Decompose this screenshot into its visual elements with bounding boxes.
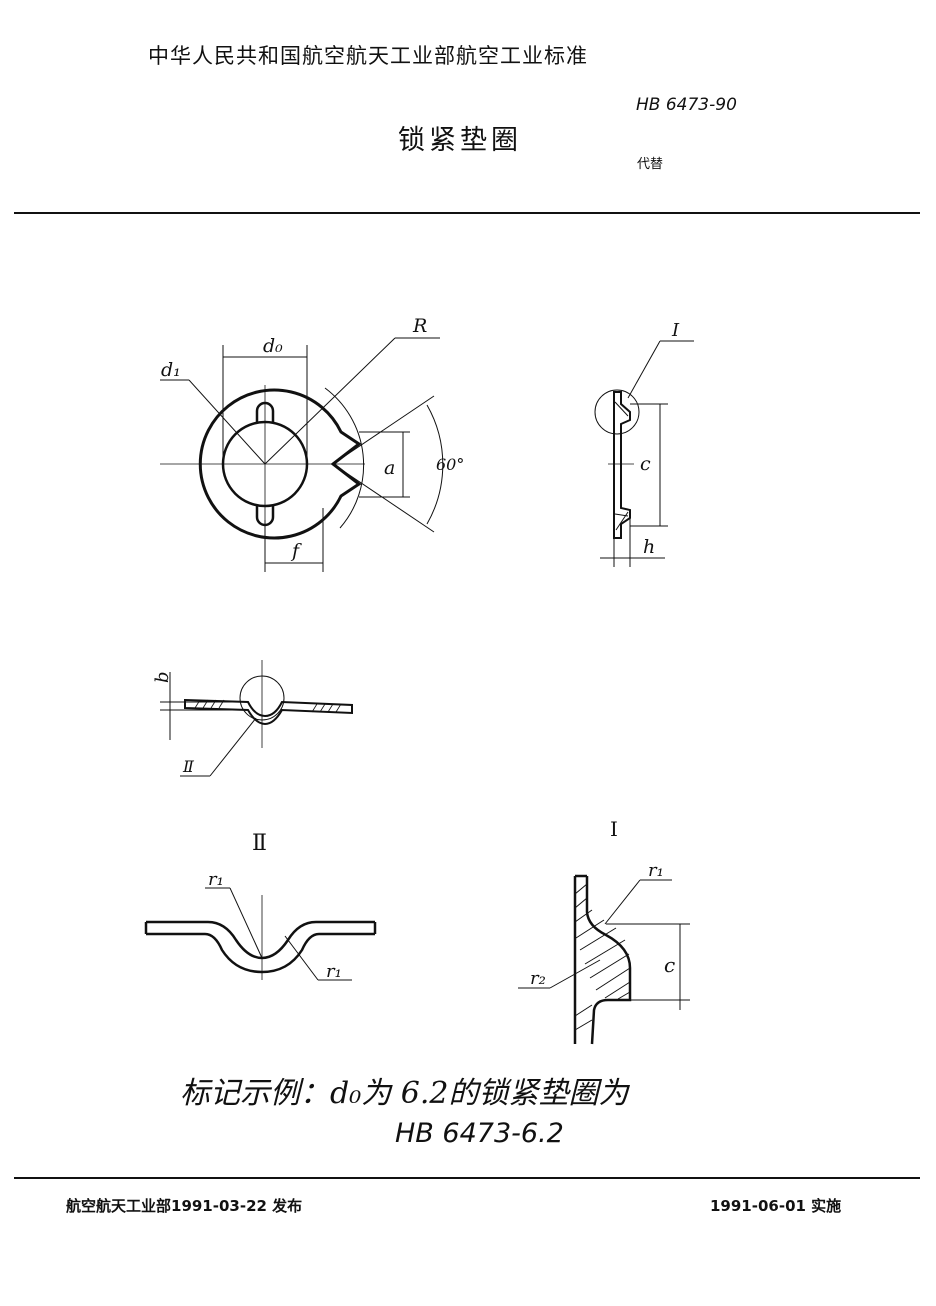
issuing-authority: 中华人民共和国航空航天工业部航空工业标准 (148, 44, 588, 68)
marking-code: HB 6473-6.2 (395, 1118, 564, 1149)
leader-r2 (549, 959, 601, 989)
label-r1-top: r₁ (208, 869, 224, 890)
angle-line-top (332, 395, 435, 465)
supersedes-note: 代替 (637, 157, 664, 172)
washer-section-view (160, 660, 353, 777)
detail-I-hatching (574, 883, 631, 1031)
label-d1: d₁ (161, 359, 181, 381)
detail-I-inner (585, 876, 632, 1045)
label-a: a (384, 457, 395, 479)
section-profile (184, 698, 353, 726)
label-b: b (152, 671, 173, 683)
washer-side-view (594, 340, 694, 567)
angle-line-bottom (332, 463, 435, 533)
label-angle: 60° (436, 455, 464, 474)
effective-date: 1991-06-01 实施 (710, 1197, 842, 1215)
leader-r1-bottom (284, 935, 319, 981)
detail-II-view (144, 887, 377, 981)
label-R: R (412, 315, 427, 337)
side-profile (613, 391, 631, 539)
label-r2: r₂ (530, 968, 546, 989)
leader-r1-detailI (604, 879, 641, 925)
document-title: 锁紧垫圈 (398, 125, 522, 156)
leader-d1 (188, 379, 266, 465)
detail-I-view (518, 874, 690, 1045)
label-r1-bottom: r₁ (326, 961, 342, 982)
angle-arc (426, 404, 444, 525)
leader-I (627, 340, 661, 399)
leader-R (264, 337, 396, 465)
detail-II-upper (146, 920, 375, 960)
section-hatching (194, 699, 342, 713)
label-d0: d₀ (263, 335, 283, 357)
label-c-detail: c (664, 953, 675, 977)
label-I-top: I (671, 320, 680, 341)
label-r1-detailI: r₁ (648, 860, 664, 881)
leader-r1-top (229, 887, 263, 959)
washer-outline (198, 388, 362, 540)
washer-plan-view (160, 337, 444, 572)
label-c-side: c (640, 453, 651, 475)
label-f: f (290, 540, 302, 562)
arc-R (324, 387, 365, 529)
header-rule (14, 212, 920, 214)
footer-rule (14, 1177, 920, 1179)
leader-II (209, 717, 257, 777)
standard-number: HB 6473-90 (636, 95, 737, 115)
detail-I-title: I (610, 817, 618, 841)
detail-II-title: Ⅱ (252, 831, 267, 856)
label-II-section: Ⅱ (182, 757, 195, 776)
marking-example: 标记示例：d₀为 6.2的锁紧垫圈为 (180, 1076, 629, 1111)
detail-I-marker (594, 389, 640, 435)
issue-date: 航空航天工业部1991-03-22 发布 (66, 1197, 303, 1215)
label-h: h (643, 536, 655, 558)
